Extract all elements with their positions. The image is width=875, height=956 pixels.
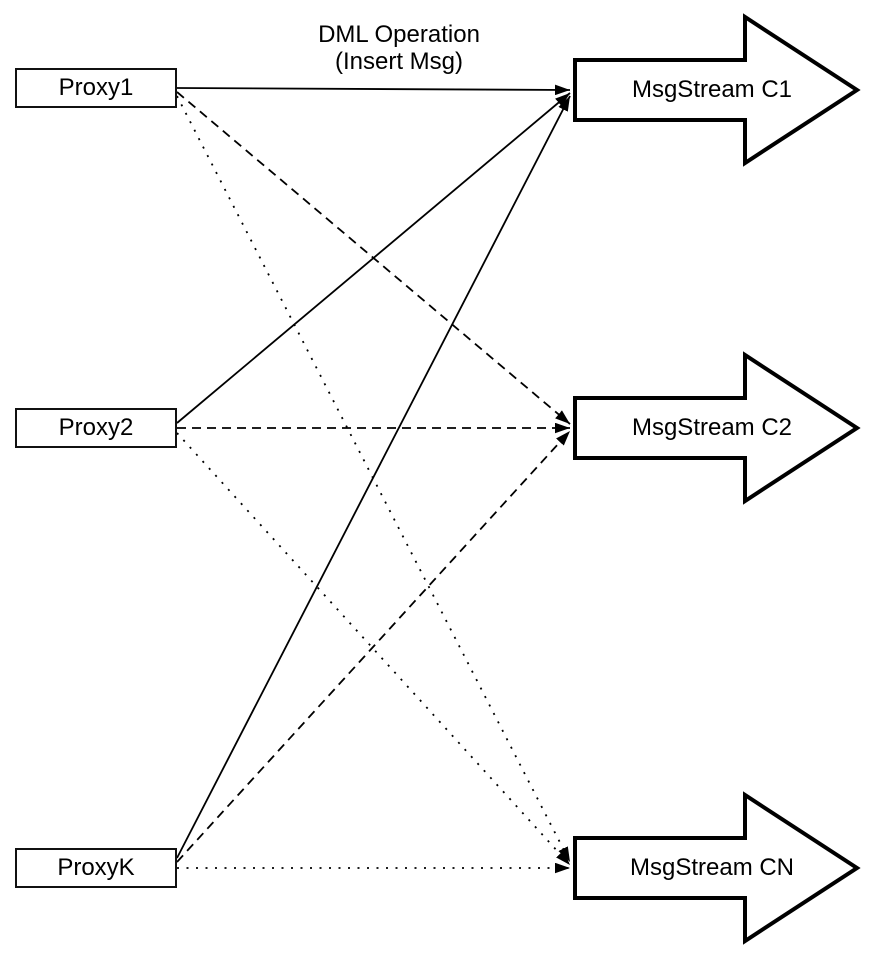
dml-operation-label-line1: DML Operation	[318, 21, 480, 48]
proxy2-label: Proxy2	[58, 414, 134, 441]
proxy1-node: Proxy1	[15, 68, 177, 108]
proxy2-node: Proxy2	[15, 408, 177, 448]
proxyk-node: ProxyK	[15, 848, 177, 888]
proxy1-label: Proxy1	[58, 74, 134, 101]
msgstream-c2-arrow-shape	[573, 351, 861, 505]
dml-operation-label: DML Operation (Insert Msg)	[249, 21, 549, 75]
proxyk-label: ProxyK	[57, 854, 135, 881]
dml-operation-label-line2: (Insert Msg)	[334, 48, 463, 75]
msgstream-c2-label: MsgStream C2	[631, 414, 793, 441]
msgstream-c1-arrow-shape	[573, 13, 861, 167]
msgstream-c1-label: MsgStream C1	[631, 76, 793, 103]
connector-proxy1-to-msgstream-c1	[176, 84, 571, 96]
connector-proxy1-to-msgstream-c2	[176, 91, 571, 425]
connector-proxy1-to-msgstream-cn	[176, 95, 571, 863]
connector-proxyk-to-msgstream-c1	[176, 95, 571, 859]
msgstream-cn-arrow-shape	[573, 791, 861, 945]
msgstream-cn-label: MsgStream CN	[629, 854, 795, 881]
connector-proxyk-to-msgstream-c2	[176, 430, 571, 863]
connector-proxy2-to-msgstream-cn	[176, 432, 571, 866]
